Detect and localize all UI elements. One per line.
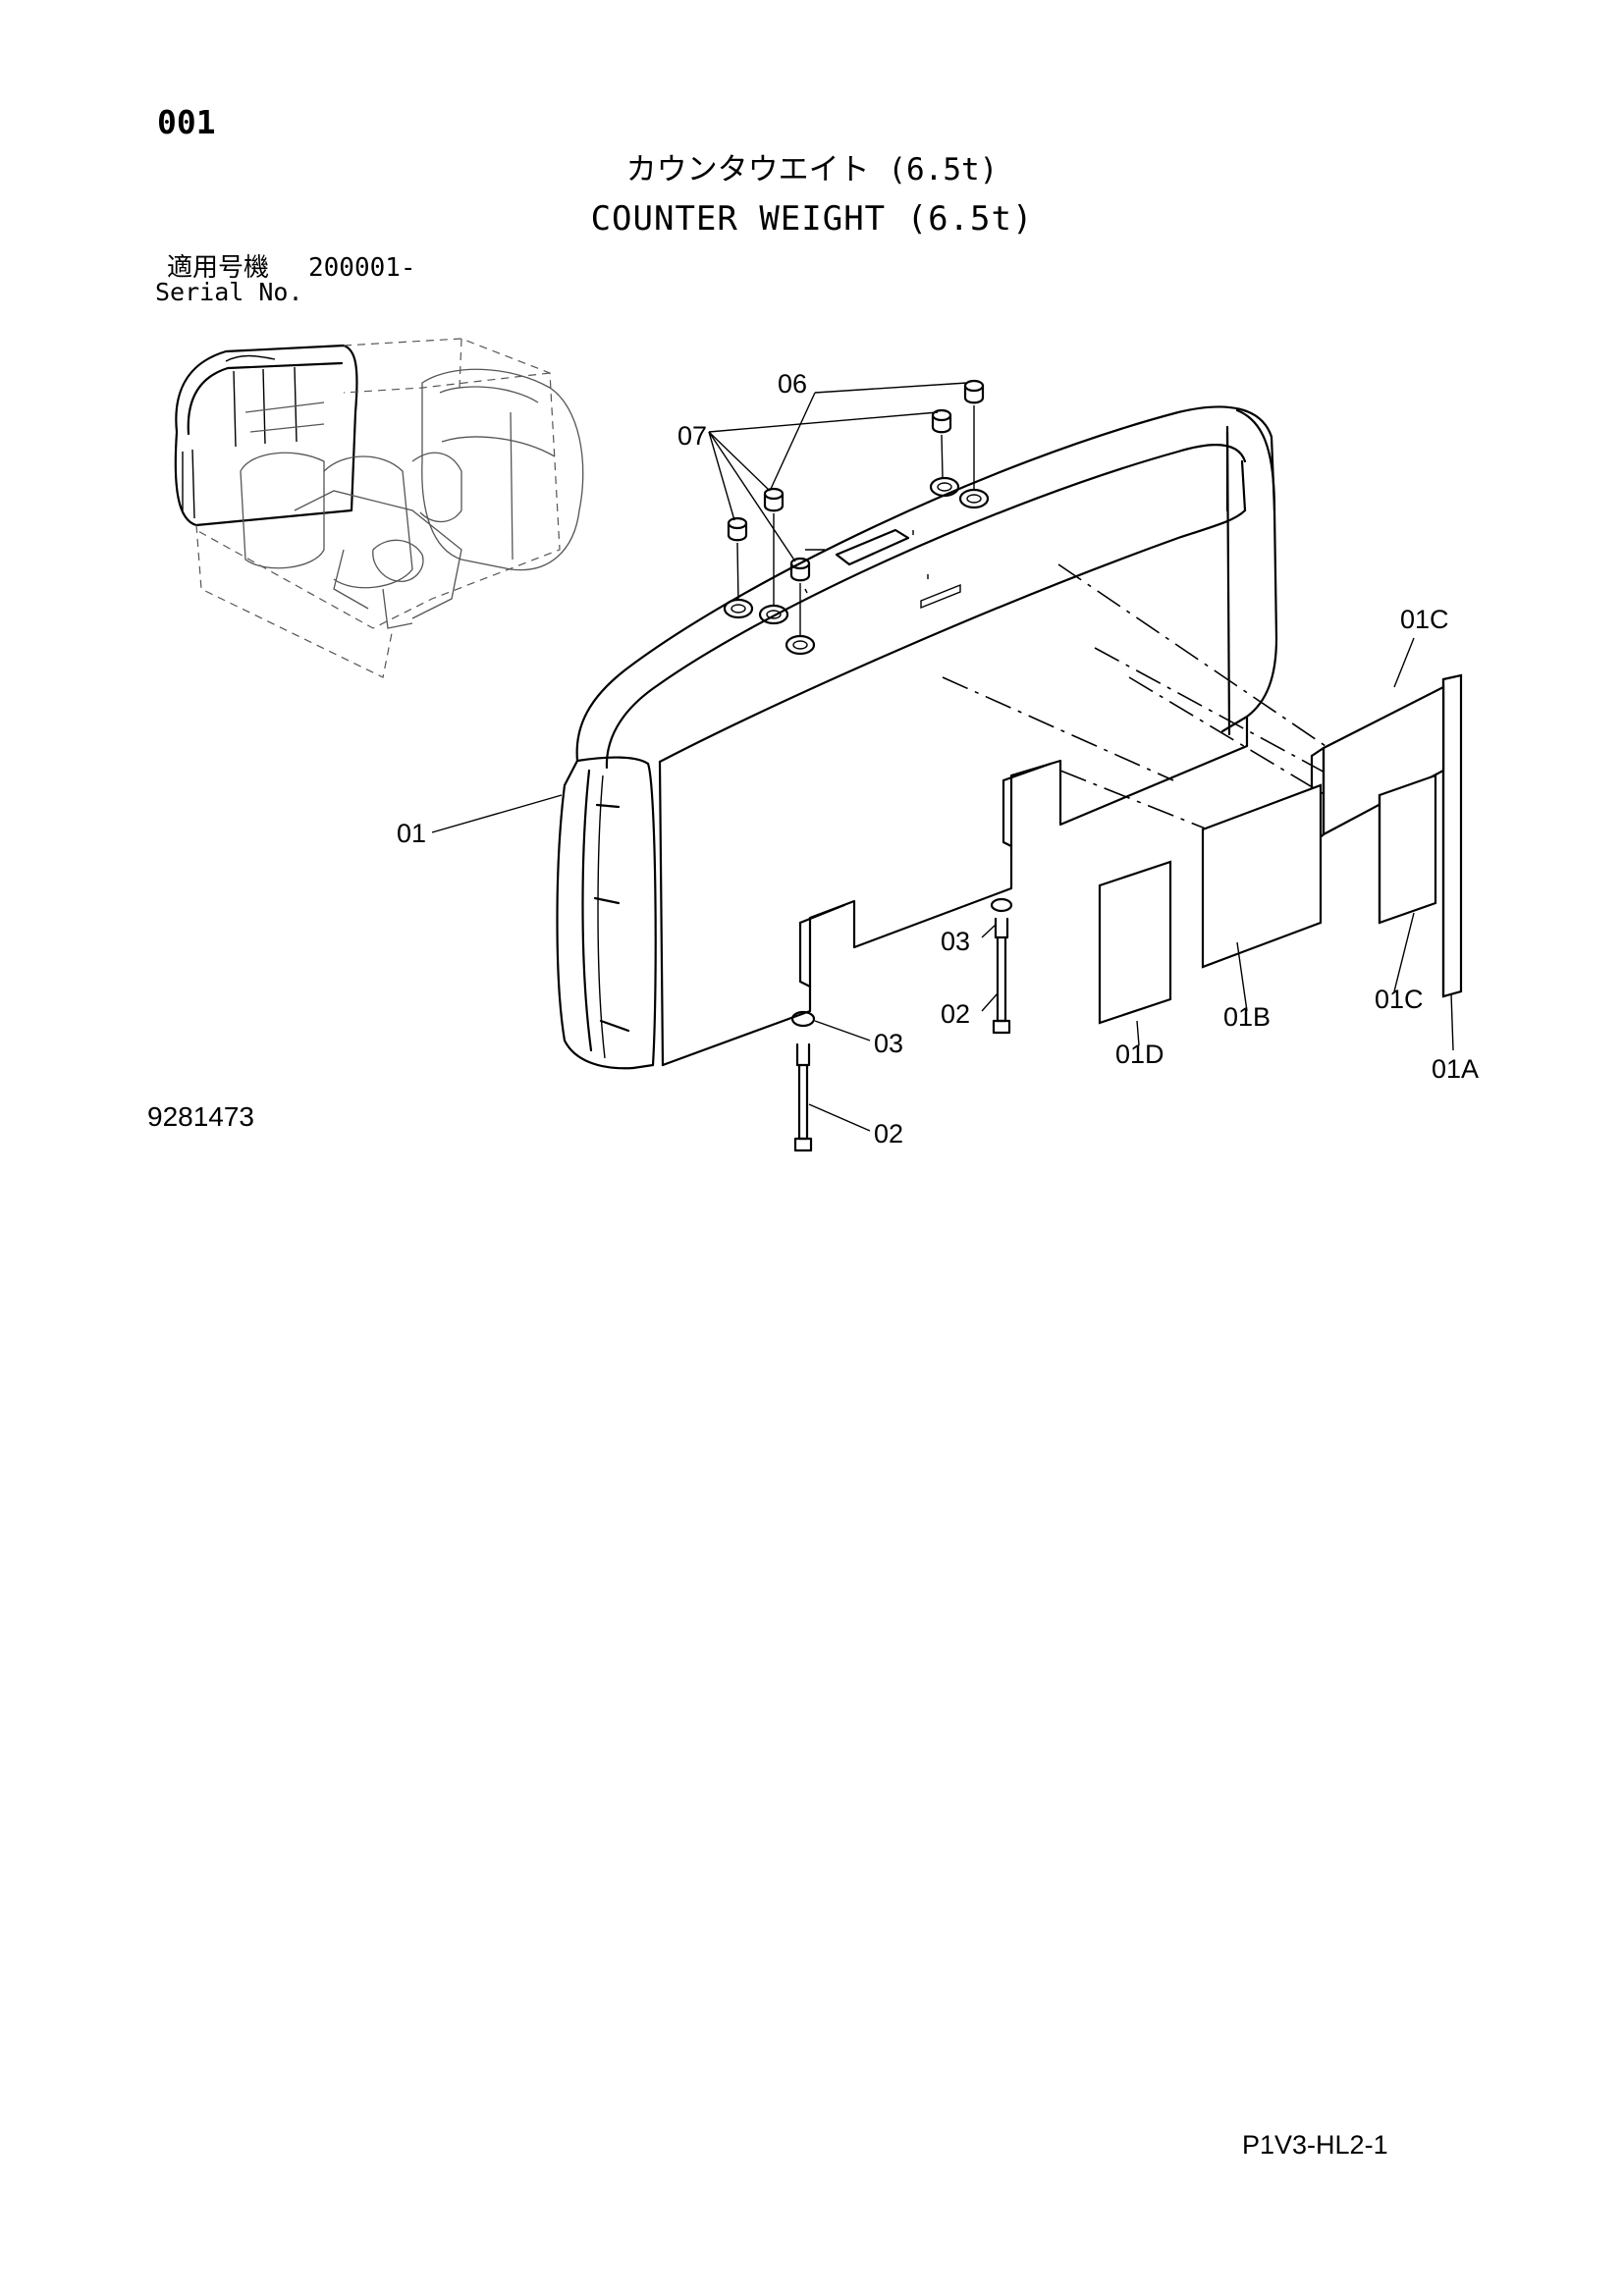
center-lines xyxy=(942,563,1331,830)
callout-03-right: 03 xyxy=(941,927,970,956)
serial-label-japanese: 適用号機 xyxy=(167,253,270,283)
callout-02-right: 02 xyxy=(941,999,970,1029)
serial-range: 200001- xyxy=(308,253,416,283)
callout-03-left: 03 xyxy=(874,1029,903,1058)
serial-label-english: Serial No. xyxy=(155,278,303,306)
callout-06: 06 xyxy=(778,369,807,399)
callout-07: 07 xyxy=(677,421,707,451)
drawing-number: 9281473 xyxy=(147,1101,255,1132)
callout-01c-bottom: 01C xyxy=(1375,985,1424,1014)
title-japanese: カウンタウエイト (6.5t) xyxy=(625,152,999,187)
machine-location-thumbnail xyxy=(174,338,584,678)
callout-01a: 01A xyxy=(1432,1054,1479,1084)
page-code: P1V3-HL2-1 xyxy=(1242,2130,1388,2160)
bolts-and-washers xyxy=(790,897,1013,1152)
page-number: 001 xyxy=(157,103,216,141)
callout-01c-top: 01C xyxy=(1400,605,1449,634)
callout-01: 01 xyxy=(397,819,426,848)
title-english: COUNTER WEIGHT (6.5t) xyxy=(590,199,1034,239)
callout-02-left: 02 xyxy=(874,1119,903,1148)
callout-labels: 06 07 01 01C 03 02 03 02 01D 01B 01C 01A xyxy=(397,369,1479,1148)
callout-01d: 01D xyxy=(1115,1040,1164,1069)
callout-01b: 01B xyxy=(1223,1002,1271,1032)
leader-lines xyxy=(431,382,1454,1132)
weight-plates xyxy=(1098,673,1463,1025)
plugs xyxy=(727,379,985,636)
counterweight-body xyxy=(556,405,1278,1070)
